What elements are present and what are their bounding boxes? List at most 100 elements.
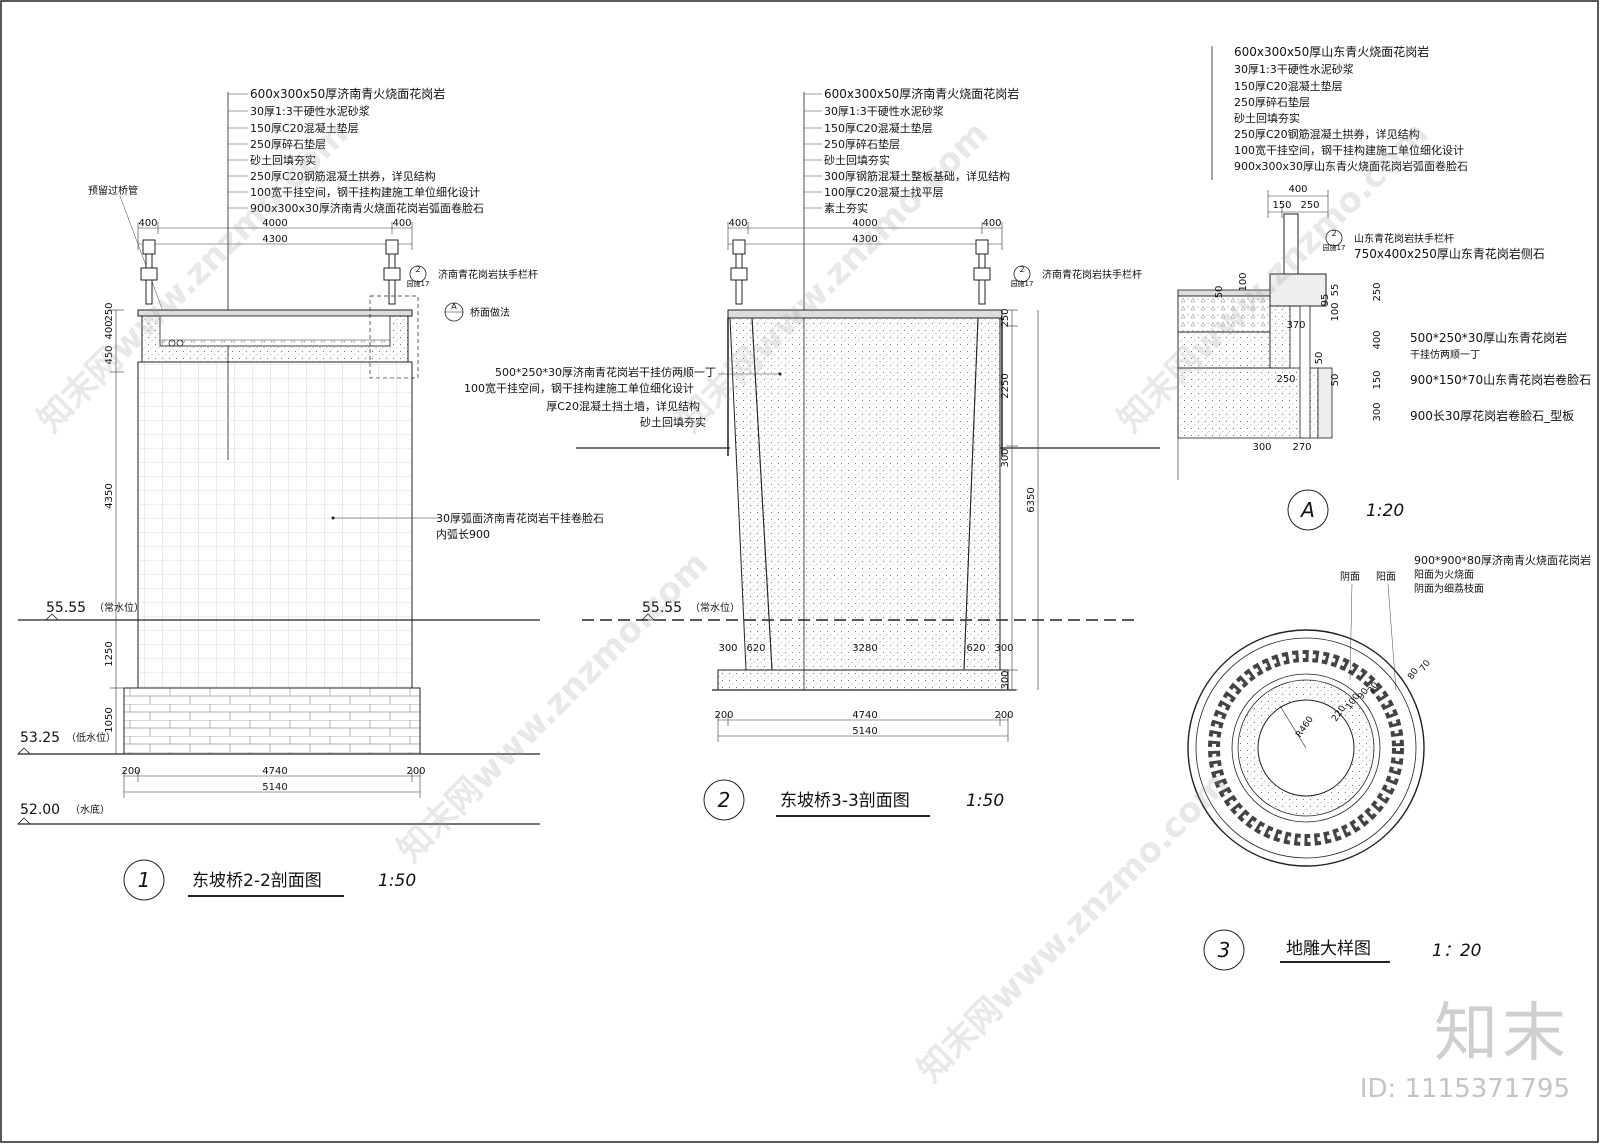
rail-note: 山东青花岗岩扶手栏杆 (1354, 232, 1454, 245)
section-title: 地雕大样图 (1286, 939, 1371, 959)
note-8: 900x300x30厚山东青火烧面花岗岩弧面卷脸石 (1234, 159, 1468, 173)
yang-label: 阳面 (1376, 571, 1396, 583)
note-2: 30厚1:3干硬性水泥砂浆 (1234, 62, 1354, 76)
dim-b300: 300 (1252, 442, 1271, 453)
rail-note: 济南青花岗岩扶手栏杆 (438, 268, 538, 281)
level-low-label: （低水位） (66, 731, 116, 744)
section-scale: 1:50 (378, 871, 416, 891)
level-normal: 55.55 (642, 600, 682, 616)
dim-400b: 400 (392, 218, 411, 229)
arch-note: 30厚弧面济南青花岗岩干挂卷脸石 (436, 511, 604, 525)
dim-v50: 50 (1214, 286, 1225, 299)
dim-4740: 4740 (262, 766, 287, 777)
dim-450: 450 (104, 345, 115, 364)
dim-v300: 300 (1372, 402, 1383, 421)
dim-2250: 2250 (1000, 373, 1011, 398)
note-7: 100宽干挂空间，钢干挂构建施工单位细化设计 (250, 185, 480, 199)
ref-sheet: 园施17 (1011, 279, 1034, 288)
note-6: 300厚钢筋混凝土整板基础，详见结构 (824, 169, 1010, 183)
note-4: 250厚碎石垫层 (1234, 95, 1310, 109)
section-number: 1 (138, 868, 151, 892)
dim-4000: 4000 (852, 218, 877, 229)
note-5: 砂土回填夯实 (1234, 111, 1300, 125)
medallion-detail: 900*900*80厚济南青火烧面花岗岩 阳面为火烧面 阴面为细荔枝面 阴面 阳… (1187, 553, 1591, 971)
yin-label: 阴面 (1340, 571, 1360, 583)
detail-a-ref: A (451, 302, 457, 311)
note-2: 阳面为火烧面 (1414, 568, 1474, 581)
left-note-4: 砂土回填夯实 (640, 415, 706, 429)
note-3: 阴面为细荔枝面 (1414, 582, 1484, 595)
dim-1050: 1050 (104, 707, 115, 732)
dim-300a: 300 (1000, 448, 1011, 467)
note-2: 30厚1:3干硬性水泥砂浆 (250, 104, 370, 118)
ref-sheet: 园施17 (407, 279, 430, 288)
dim-v100: 100 (1238, 272, 1249, 291)
note-8: 900x300x30厚济南青火烧面花岗岩弧面卷脸石 (250, 201, 484, 215)
note-5: 砂土回填夯实 (250, 153, 316, 167)
note-7: 100宽干挂空间，钢干挂构建施工单位细化设计 (1234, 143, 1464, 157)
base-300a: 300 (718, 643, 737, 654)
dim-200a: 200 (121, 766, 140, 777)
note-4: 250厚碎石垫层 (824, 137, 900, 151)
brand-block: 知末 ID: 1115371795 (1360, 982, 1570, 1104)
dim-400b: 400 (982, 218, 1001, 229)
detail-a: 600x300x50厚山东青火烧面花岗岩 30厚1:3干硬性水泥砂浆 150厚C… (1177, 44, 1591, 531)
level-bottom: 52.00 (20, 802, 60, 818)
dim-t250: 250 (1300, 200, 1319, 211)
dim-1250: 1250 (104, 641, 115, 666)
pipe-note: 预留过桥管 (88, 184, 138, 197)
dim-v100b: 100 (1330, 302, 1341, 321)
dim-b270: 270 (1292, 442, 1311, 453)
dim-200b: 200 (406, 766, 425, 777)
level-normal: 55.55 (46, 600, 86, 616)
note-1: 900*900*80厚济南青火烧面花岗岩 (1414, 553, 1591, 567)
brand-id: ID: 1115371795 (1359, 1074, 1570, 1104)
note-7: 100厚C20混凝土找平层 (824, 185, 944, 199)
left-note-3: 厚C20混凝土挡土墙，详见结构 (546, 399, 700, 413)
base-620b: 620 (966, 643, 985, 654)
dim-5140: 5140 (852, 726, 877, 737)
note-3: 150厚C20混凝土垫层 (1234, 79, 1343, 93)
note-1: 600x300x50厚济南青火烧面花岗岩 (824, 86, 1019, 101)
section-3-3: 600x300x50厚济南青火烧面花岗岩 30厚1:3干硬性水泥砂浆 150厚C… (464, 86, 1160, 821)
r2-note: 900*150*70山东青花岗岩卷脸石 (1410, 372, 1591, 387)
section-2-2: 600x300x50厚济南青火烧面花岗岩 30厚1:3干硬性水泥砂浆 150厚C… (17, 86, 604, 901)
dim-250v: 250 (104, 302, 115, 321)
section-scale: 1:50 (966, 791, 1004, 811)
section-title: 东坡桥3-3剖面图 (780, 791, 910, 811)
dim-200b: 200 (994, 710, 1013, 721)
note-6: 250厚C20钢筋混凝土拱券，详见结构 (1234, 127, 1420, 141)
dim-4350: 4350 (104, 483, 115, 508)
ref-2: 2 (1331, 229, 1336, 238)
level-normal-label: （常水位） (94, 601, 144, 614)
dim-5140: 5140 (262, 782, 287, 793)
section-scale: 1：20 (1432, 941, 1481, 961)
dim-6350: 6350 (1026, 487, 1037, 512)
level-low: 53.25 (20, 730, 60, 746)
note-8: 素土夯实 (824, 201, 868, 215)
dim-v50c: 50 (1330, 374, 1341, 387)
dim-v370: 370 (1286, 320, 1305, 331)
ref-2: 2 (415, 265, 420, 274)
dim-v250: 250 (1372, 282, 1383, 301)
left-note-1: 500*250*30厚济南青花岗岩干挂仿两顺一丁 (495, 365, 716, 379)
dim-200a: 200 (714, 710, 733, 721)
section-number: 3 (1218, 938, 1231, 962)
r1-note: 500*250*30厚山东青花岗岩 (1410, 330, 1567, 345)
level-bottom-label: （水底） (70, 803, 110, 816)
note-5: 砂土回填夯实 (824, 153, 890, 167)
note-1: 600x300x50厚山东青火烧面花岗岩 (1234, 44, 1429, 59)
dim-4300: 4300 (262, 234, 287, 245)
rail-note: 济南青花岗岩扶手栏杆 (1042, 268, 1142, 281)
dim-400a: 400 (728, 218, 747, 229)
note-4: 250厚碎石垫层 (250, 137, 326, 151)
dim-70: 70 (1418, 658, 1433, 673)
side-stone-note: 750x400x250厚山东青花岗岩侧石 (1354, 246, 1545, 261)
level-normal-label: （常水位） (690, 601, 740, 614)
dim-v150: 150 (1372, 370, 1383, 389)
note-3: 150厚C20混凝土垫层 (824, 121, 933, 135)
r1b-note: 干挂仿两顺一丁 (1410, 348, 1480, 361)
dim-4300: 4300 (852, 234, 877, 245)
dim-300b: 300 (1000, 670, 1011, 689)
